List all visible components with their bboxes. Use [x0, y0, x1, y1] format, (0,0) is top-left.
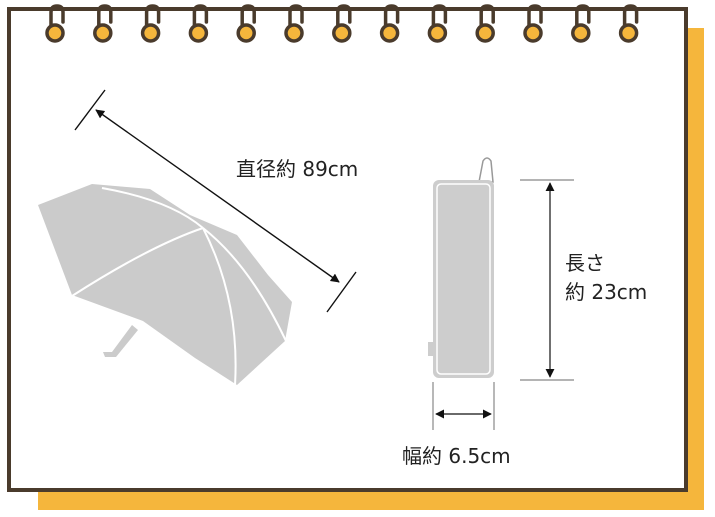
spiral-ring	[93, 4, 113, 43]
spiral-ring	[379, 4, 400, 43]
diameter-label: 直径約 89cm	[236, 157, 358, 181]
spiral-ring	[45, 4, 65, 43]
case-inner-outline	[436, 183, 491, 375]
spiral-ring	[523, 4, 543, 43]
width-label: 幅約 6.5cm	[402, 444, 511, 468]
spiral-ring	[236, 4, 256, 43]
spiral-ring	[475, 4, 495, 43]
spiral-ring	[284, 4, 304, 43]
spiral-binding	[45, 4, 639, 43]
spiral-ring	[571, 4, 591, 43]
spiral-ring	[188, 4, 209, 43]
spiral-ring	[427, 4, 448, 43]
case-snap	[428, 342, 435, 356]
case-strap	[478, 157, 494, 183]
umbrella-handle	[103, 325, 138, 357]
width-dimension	[432, 382, 495, 430]
spiral-ring	[140, 4, 161, 43]
case-body	[433, 180, 494, 378]
spiral-ring	[618, 4, 639, 43]
diameter-dimension	[74, 89, 357, 313]
spiral-ring	[332, 4, 352, 43]
length-dimension	[520, 179, 574, 381]
length-label-line2: 約 23cm	[565, 280, 647, 304]
umbrella-case-icon	[428, 157, 494, 378]
length-label-line1: 長さ	[565, 251, 605, 275]
